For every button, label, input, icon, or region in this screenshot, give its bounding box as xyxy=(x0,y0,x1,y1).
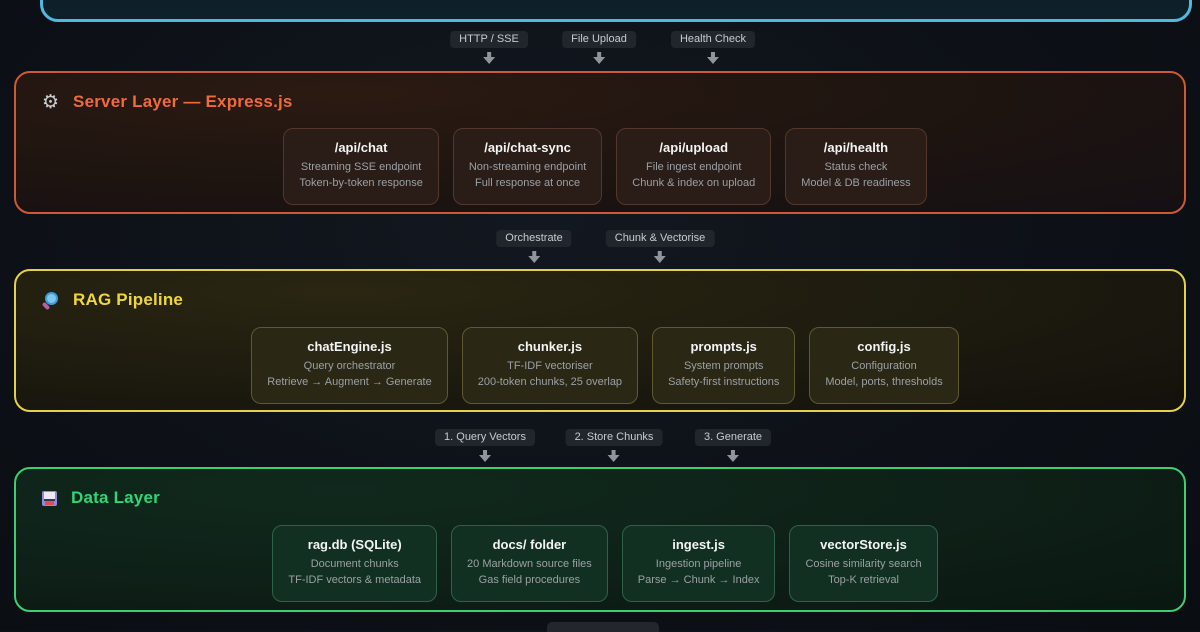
client-layer-box-partial xyxy=(40,0,1192,22)
magnifier-icon xyxy=(42,292,59,309)
data-layer-box: Data Layer rag.db (SQLite) Document chun… xyxy=(14,467,1186,612)
badge-health-check: Health Check xyxy=(671,31,755,64)
arrow-down-icon xyxy=(608,450,620,462)
flow-label: 2. Store Chunks xyxy=(566,429,663,446)
card-description: Ingestion pipeline Parse → Chunk → Index xyxy=(638,557,760,589)
card-chunker-js: chunker.js TF-IDF vectoriser 200-token c… xyxy=(462,327,638,404)
card-rag-db: rag.db (SQLite) Document chunks TF-IDF v… xyxy=(272,525,437,602)
card-description: TF-IDF vectoriser 200-token chunks, 25 o… xyxy=(478,359,622,391)
card-title: /api/chat xyxy=(299,140,423,155)
card-ingest-js: ingest.js Ingestion pipeline Parse → Chu… xyxy=(622,525,776,602)
card-title: docs/ folder xyxy=(467,537,592,552)
card-title: chatEngine.js xyxy=(267,339,431,354)
card-title: /api/health xyxy=(801,140,910,155)
card-description: Streaming SSE endpoint Token-by-token re… xyxy=(299,160,423,192)
card-title: config.js xyxy=(825,339,942,354)
layer-title: RAG Pipeline xyxy=(73,290,183,310)
arrow-down-icon xyxy=(479,450,491,462)
card-description: Document chunks TF-IDF vectors & metadat… xyxy=(288,557,421,589)
badge-chunk-vectorise: Chunk & Vectorise xyxy=(606,230,715,263)
server-cards-row: /api/chat Streaming SSE endpoint Token-b… xyxy=(26,128,1184,205)
card-description: Cosine similarity search Top-K retrieval xyxy=(805,557,921,589)
layer-title: Data Layer xyxy=(71,488,160,508)
card-description: Configuration Model, ports, thresholds xyxy=(825,359,942,391)
badge-http-sse: HTTP / SSE xyxy=(450,31,528,64)
card-description: Non-streaming endpoint Full response at … xyxy=(469,160,586,192)
layer-title: Server Layer — Express.js xyxy=(73,92,293,112)
flow-label: Chunk & Vectorise xyxy=(606,230,715,247)
floppy-disk-icon xyxy=(42,491,57,506)
card-title: chunker.js xyxy=(478,339,622,354)
server-layer-header: ⚙ Server Layer — Express.js xyxy=(42,92,293,112)
card-prompts-js: prompts.js System prompts Safety-first i… xyxy=(652,327,795,404)
rag-pipeline-box: RAG Pipeline chatEngine.js Query orchest… xyxy=(14,269,1186,412)
card-title: rag.db (SQLite) xyxy=(288,537,421,552)
card-title: /api/chat-sync xyxy=(469,140,586,155)
card-description: System prompts Safety-first instructions xyxy=(668,359,779,391)
flow-label: Health Check xyxy=(671,31,755,48)
card-description: 20 Markdown source files Gas field proce… xyxy=(467,557,592,589)
arrow-down-icon xyxy=(654,251,666,263)
bottom-badge-partial xyxy=(547,622,659,632)
badge-store-chunks: 2. Store Chunks xyxy=(566,429,663,462)
arrow-down-icon xyxy=(707,52,719,64)
arrow-down-icon xyxy=(593,52,605,64)
arrow-down-icon xyxy=(727,450,739,462)
badge-generate: 3. Generate xyxy=(695,429,771,462)
arrow-down-icon xyxy=(483,52,495,64)
flow-label: 1. Query Vectors xyxy=(435,429,535,446)
card-config-js: config.js Configuration Model, ports, th… xyxy=(809,327,958,404)
badge-query-vectors: 1. Query Vectors xyxy=(435,429,535,462)
badge-file-upload: File Upload xyxy=(562,31,636,64)
card-title: /api/upload xyxy=(632,140,755,155)
card-description: Query orchestrator Retrieve → Augment → … xyxy=(267,359,431,391)
flow-label: Orchestrate xyxy=(496,230,571,247)
rag-pipeline-header: RAG Pipeline xyxy=(42,290,183,310)
flow-label: 3. Generate xyxy=(695,429,771,446)
server-layer-box: ⚙ Server Layer — Express.js /api/chat St… xyxy=(14,71,1186,214)
rag-cards-row: chatEngine.js Query orchestrator Retriev… xyxy=(26,327,1184,404)
flow-label: HTTP / SSE xyxy=(450,31,528,48)
card-title: prompts.js xyxy=(668,339,779,354)
gear-icon: ⚙ xyxy=(42,93,59,112)
card-api-health: /api/health Status check Model & DB read… xyxy=(785,128,926,205)
flow-label: File Upload xyxy=(562,31,636,48)
card-description: Status check Model & DB readiness xyxy=(801,160,910,192)
card-chatengine-js: chatEngine.js Query orchestrator Retriev… xyxy=(251,327,447,404)
card-api-chat: /api/chat Streaming SSE endpoint Token-b… xyxy=(283,128,439,205)
badge-orchestrate: Orchestrate xyxy=(496,230,571,263)
data-layer-header: Data Layer xyxy=(42,488,160,508)
card-docs-folder: docs/ folder 20 Markdown source files Ga… xyxy=(451,525,608,602)
arrow-down-icon xyxy=(528,251,540,263)
data-cards-row: rag.db (SQLite) Document chunks TF-IDF v… xyxy=(26,525,1184,602)
card-api-upload: /api/upload File ingest endpoint Chunk &… xyxy=(616,128,771,205)
card-api-chat-sync: /api/chat-sync Non-streaming endpoint Fu… xyxy=(453,128,602,205)
card-description: File ingest endpoint Chunk & index on up… xyxy=(632,160,755,192)
card-title: vectorStore.js xyxy=(805,537,921,552)
card-vectorstore-js: vectorStore.js Cosine similarity search … xyxy=(789,525,937,602)
card-title: ingest.js xyxy=(638,537,760,552)
